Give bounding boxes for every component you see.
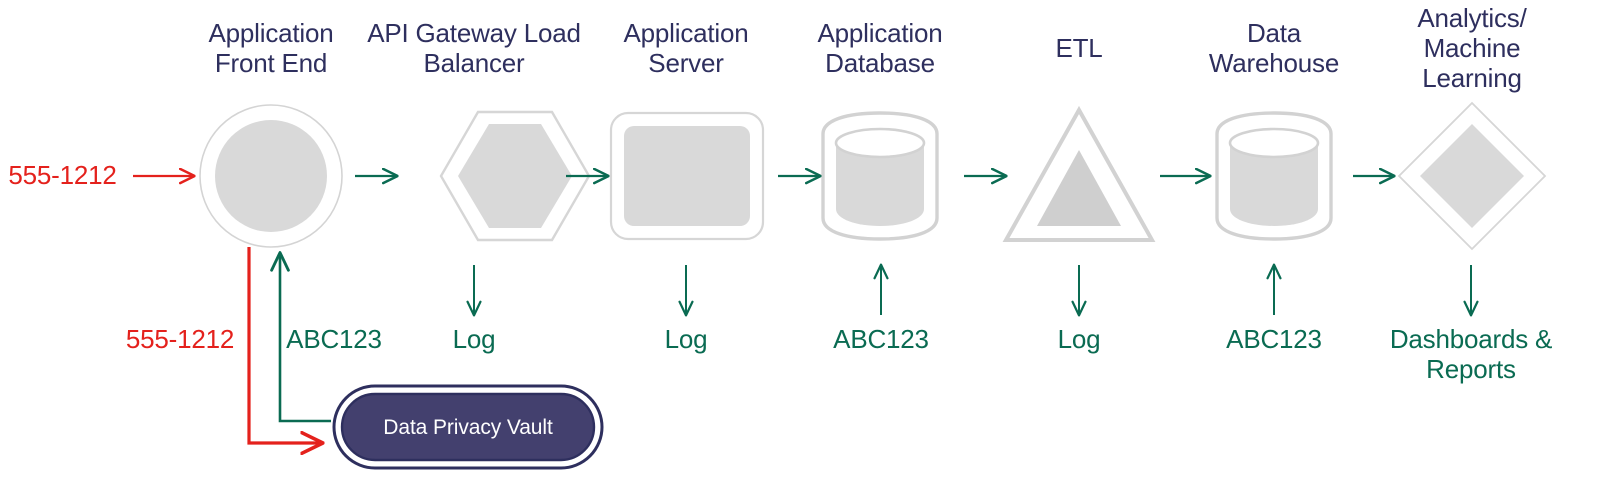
shape-data-warehouse [1215,111,1333,241]
node-title-app-database: Application Database [817,18,943,78]
node-title-app-server: Application Server [623,18,749,78]
flow-label-gateway-log: Log [452,324,496,354]
node-title-analytics-ml: Analytics/ Machine Learning [1417,3,1527,93]
flow-label-etl-log: Log [1057,324,1101,354]
data-privacy-vault[interactable] [332,384,604,470]
shape-app-database [821,111,939,241]
node-title-app-front-end: Application Front End [208,18,334,78]
shape-api-gateway [439,110,591,242]
flow-label-warehouse-token: ABC123 [1226,324,1322,354]
shape-app-server [609,111,765,241]
flow-label-server-log: Log [664,324,708,354]
flow-label-database-token: ABC123 [833,324,929,354]
node-title-data-warehouse: Data Warehouse [1208,18,1340,78]
node-title-etl: ETL [1055,33,1103,63]
flow-label-vault-in-phone: 555-1212 [125,324,235,354]
path-frontend-to-vault [247,247,322,443]
path-vault-to-frontend [270,251,331,423]
flow-label-analytics-output: Dashboards & Reports [1389,324,1553,384]
node-title-api-gateway: API Gateway Load Balancer [367,18,581,78]
flow-label-inbound-phone: 555-1212 [8,160,117,190]
flow-label-vault-out-token: ABC123 [286,324,382,354]
shape-etl [1002,105,1156,242]
shape-analytics-ml [1397,101,1547,251]
shape-app-front-end [199,104,343,248]
